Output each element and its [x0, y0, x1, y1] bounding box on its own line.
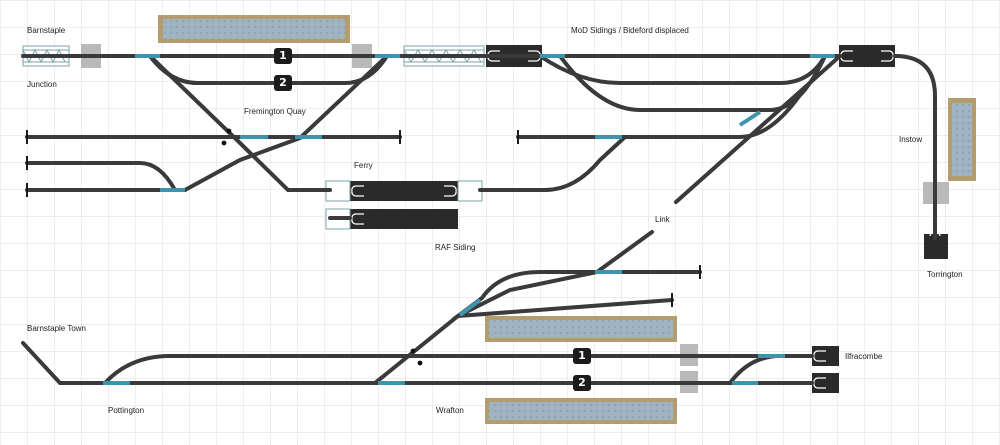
signal-dot — [417, 360, 423, 366]
platform-number-badge: 2 — [274, 75, 292, 91]
tunnel-mod-right — [839, 45, 895, 67]
track-torrington-curve — [893, 54, 937, 240]
track-lower-diagonal — [373, 270, 599, 385]
label-wrafton: Wrafton — [436, 406, 464, 415]
platform-number-badge: 2 — [573, 375, 591, 391]
signal-dot — [410, 348, 416, 354]
label-junction: Junction — [27, 80, 57, 89]
label-link: Link — [655, 215, 670, 224]
track-lower-siding-2 — [451, 270, 674, 319]
label-torrington: Torrington — [927, 270, 963, 279]
track-lower-1 — [103, 354, 814, 385]
tunnel-raf — [350, 209, 458, 229]
platform-number-badge: 1 — [274, 48, 292, 64]
label-ferry: Ferry — [354, 161, 373, 170]
label-barnstaple: Barnstaple — [27, 26, 66, 35]
switches — [103, 54, 835, 385]
signal-dot — [226, 128, 232, 134]
track-diagonal-down — [148, 54, 332, 192]
track-diagonal-up — [183, 54, 389, 192]
tunnel-ilfracombe-1 — [812, 346, 839, 366]
switch — [738, 110, 762, 127]
track-barnstaple-town — [21, 341, 814, 385]
tunnels — [350, 45, 948, 393]
label-raf-siding: RAF Siding — [435, 243, 476, 252]
switch — [458, 298, 482, 317]
label-mod-sidings: MoD Sidings / Bideford displaced — [571, 26, 689, 35]
tunnel-ferry — [350, 181, 458, 201]
track-ferry-east — [478, 135, 627, 192]
track-link-lower — [595, 230, 654, 274]
signal-dot — [221, 140, 227, 146]
track-mod-3 — [516, 93, 802, 139]
tunnel-ilfracombe-2 — [812, 373, 839, 393]
label-instow: Instow — [899, 135, 923, 144]
label-fremington-quay: Fremington Quay — [244, 107, 306, 116]
label-barnstaple-town: Barnstaple Town — [27, 324, 86, 333]
label-pottington: Pottington — [108, 406, 145, 415]
track-siding-2 — [25, 161, 177, 192]
track-link — [674, 54, 842, 204]
track-mod-1 — [538, 54, 827, 85]
platforms — [158, 15, 976, 424]
buffer-stops — [26, 130, 701, 307]
platform-number-badge: 1 — [573, 348, 591, 364]
label-ilfracombe: Ilfracombe — [845, 352, 883, 361]
